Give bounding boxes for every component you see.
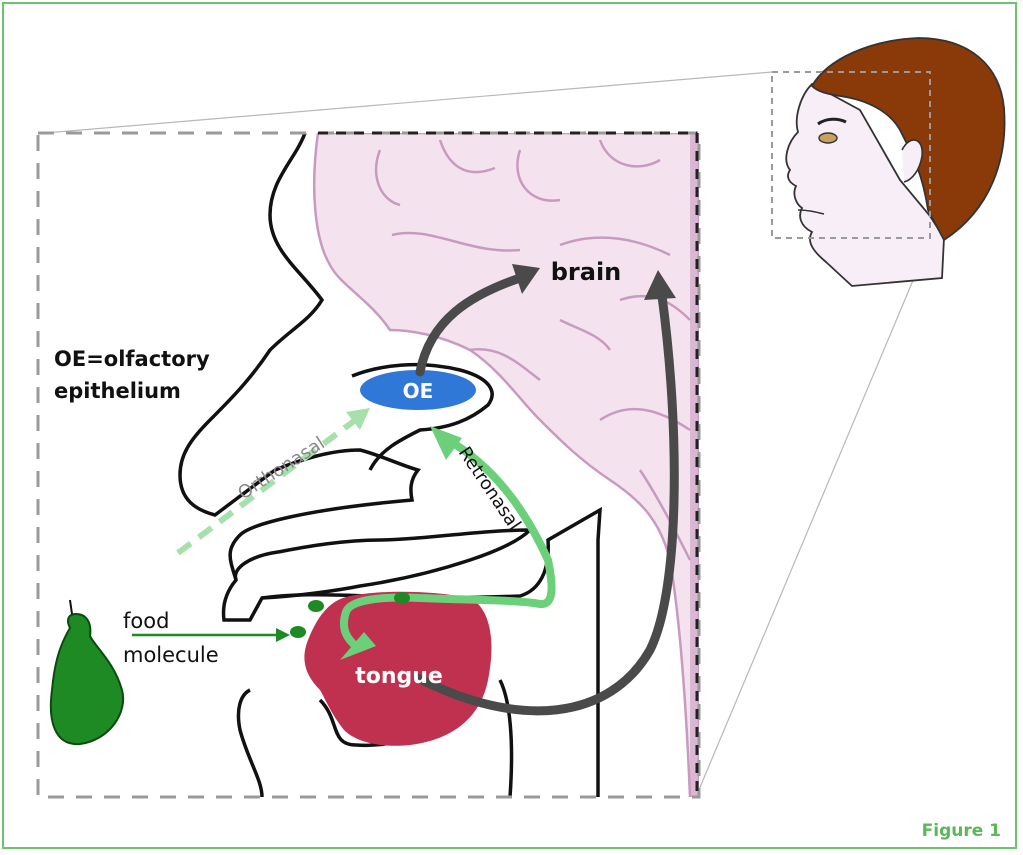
- figure-label: Figure 1: [922, 821, 1001, 841]
- head-inset: [772, 38, 1005, 286]
- food-label-line-1: food: [123, 609, 169, 633]
- food-label-line-2: molecule: [123, 643, 219, 667]
- food-item: [51, 614, 123, 744]
- legend-line-2: epithelium: [54, 379, 181, 403]
- food-stem: [70, 600, 72, 614]
- food-arrowhead: [276, 628, 290, 642]
- head-ear: [902, 140, 922, 182]
- tongue-label: tongue: [355, 664, 443, 689]
- oe-label: OE: [403, 379, 434, 403]
- brain-label: brain: [551, 258, 622, 286]
- head-eye: [819, 133, 837, 143]
- legend-line-1: OE=olfactory: [54, 347, 210, 371]
- cross-section: [180, 133, 699, 797]
- orthonasal-label: Orthonasal: [234, 433, 328, 504]
- palate: [235, 530, 530, 598]
- retronasal-label: Retronasal: [454, 443, 525, 534]
- retronasal-arrow: [346, 440, 552, 612]
